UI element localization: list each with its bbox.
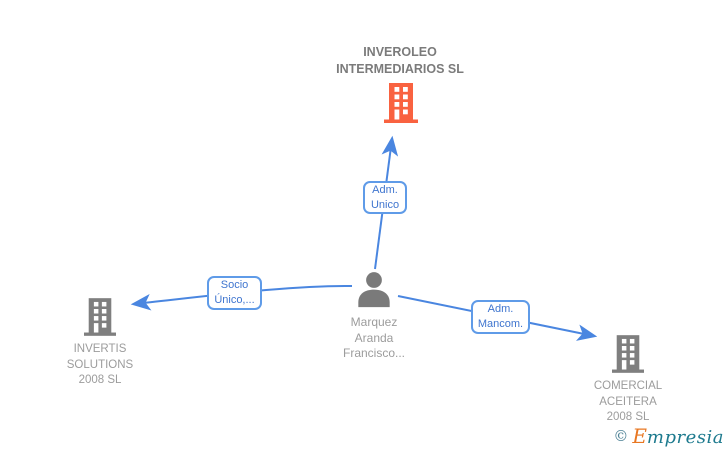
person-name-line1: Marquez	[350, 315, 398, 329]
copyright-icon: ©	[613, 427, 629, 445]
company-left-name-line3: 2008 SL	[78, 374, 122, 386]
company-right-name-line1: COMERCIAL	[593, 380, 663, 392]
company-left-name-line1: INVERTIS	[73, 343, 127, 355]
node-company-left[interactable]: INVERTIS SOLUTIONS 2008 SL	[67, 298, 133, 389]
node-company-left-label: INVERTIS SOLUTIONS 2008 SL	[67, 342, 133, 389]
edge-label-socio-unico[interactable]: Socio Único,...	[207, 276, 262, 310]
node-company-top[interactable]	[384, 83, 418, 123]
building-icon	[612, 335, 644, 373]
building-icon	[84, 298, 116, 336]
empresia-watermark: ©Empresia	[613, 424, 724, 448]
person-name-line2: Aranda	[354, 330, 394, 345]
company-right-name-line3: 2008 SL	[606, 411, 650, 423]
person-icon	[358, 272, 390, 308]
node-company-right-label: COMERCIAL ACEITERA 2008 SL	[594, 379, 662, 426]
edge-adm-mancom-line1: Adm.	[487, 303, 514, 315]
person-name-line3: Francisco...	[343, 346, 406, 360]
company-top-name-line1: INVEROLEO	[363, 45, 437, 59]
edge-label-adm-unico[interactable]: Adm. Unico	[363, 181, 407, 214]
node-company-right[interactable]: COMERCIAL ACEITERA 2008 SL	[594, 335, 662, 426]
edge-socio-unico-line1: Socio	[220, 279, 249, 291]
node-person-label: Marquez Aranda Francisco...	[343, 315, 405, 362]
brand-rest: mpresia	[646, 427, 724, 448]
node-company-top-title[interactable]: INVEROLEO INTERMEDIARIOS SL	[290, 44, 510, 78]
edge-label-adm-mancom[interactable]: Adm. Mancom.	[471, 300, 530, 334]
edge-socio-unico-line2: Único,...	[214, 294, 255, 306]
building-icon	[384, 83, 418, 123]
company-left-name-line2: SOLUTIONS	[66, 358, 134, 371]
company-right-name-line2: ACEITERA	[599, 395, 657, 408]
node-person-center[interactable]: Marquez Aranda Francisco...	[343, 271, 405, 362]
edge-adm-unico-line1: Adm.	[372, 183, 398, 196]
edge-adm-mancom-line2: Mancom.	[477, 318, 524, 330]
company-top-name-line2: INTERMEDIARIOS SL	[336, 62, 464, 76]
edge-adm-unico-line2: Unico	[370, 198, 400, 211]
brand-first-letter: E	[632, 424, 647, 448]
